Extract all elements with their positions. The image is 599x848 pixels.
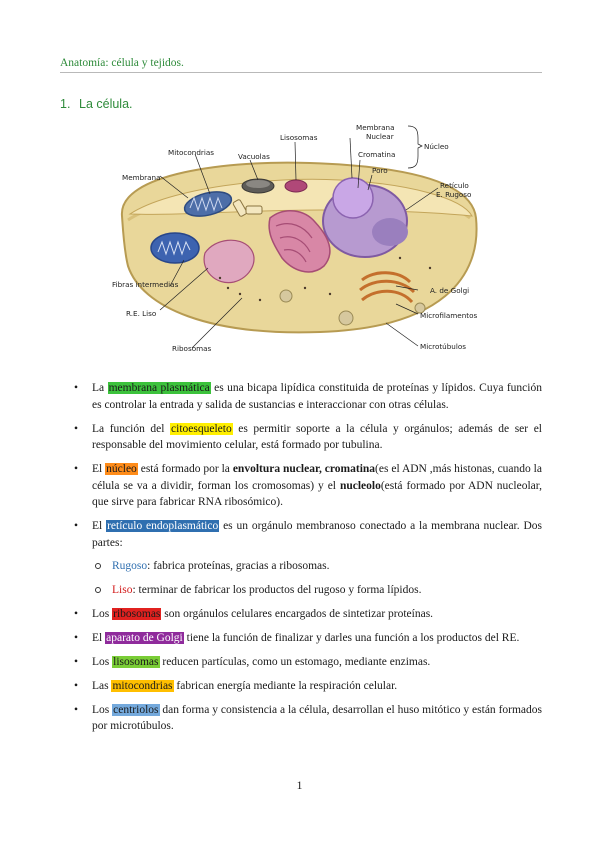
label-poro: Poro bbox=[372, 166, 388, 175]
list-item-mitocondrias: Las mitocondrias fabrican energía median… bbox=[60, 678, 542, 695]
list-item-centriolos: Los centriolos dan forma y consistencia … bbox=[60, 702, 542, 735]
page-header: Anatomía: célula y tejidos. bbox=[60, 57, 542, 73]
label-reticulo-2: E. Rugoso bbox=[436, 190, 471, 199]
label-nucleo: Núcleo bbox=[424, 142, 449, 151]
highlight-reticulo: retículo endoplasmático bbox=[106, 520, 220, 532]
label-re-liso: R.E. Liso bbox=[126, 309, 156, 318]
bold-envoltura: envoltura nuclear, cromatina bbox=[232, 463, 376, 475]
list-item-citoesqueleto: La función del citoesqueleto es permitir… bbox=[60, 421, 542, 454]
highlight-membrana: membrana plasmática bbox=[107, 382, 211, 394]
centrioles bbox=[232, 199, 263, 217]
label-ribosomas: Ribosomas bbox=[172, 344, 211, 353]
section-number: 1. bbox=[60, 97, 71, 111]
term-liso: Liso bbox=[112, 583, 133, 596]
sub-item-rugoso: Rugoso: fabrica proteínas, gracias a rib… bbox=[92, 558, 542, 575]
rough-er bbox=[268, 210, 331, 273]
highlight-centriolos: centriolos bbox=[112, 703, 160, 716]
list-item-reticulo: El retículo endoplasmático es un orgánul… bbox=[60, 518, 542, 598]
section-title: La célula. bbox=[79, 97, 133, 111]
ribosome-dots bbox=[218, 256, 432, 302]
label-membrana: Membrana bbox=[122, 173, 161, 182]
highlight-golgi: aparato de Golgi bbox=[105, 631, 184, 644]
cell-diagram: Membrana Mitocondrias Vacuolas Lisosomas… bbox=[100, 118, 500, 363]
label-golgi: A. de Golgi bbox=[430, 286, 469, 295]
smooth-er bbox=[203, 239, 255, 284]
highlight-ribosomas: ribosomas bbox=[112, 607, 162, 620]
list-item-lisosomas: Los lisosomas reducen partículas, como u… bbox=[60, 654, 542, 671]
list-item-membrana: La membrana plasmática es una bicapa lip… bbox=[60, 380, 542, 413]
highlight-nucleo: núcleo bbox=[105, 463, 138, 475]
label-fibras: Fibras intermedias bbox=[112, 280, 179, 289]
mitochondrion-2 bbox=[150, 232, 200, 264]
page-number: 1 bbox=[296, 778, 303, 792]
highlight-lisosomas: lisosomas bbox=[112, 655, 160, 668]
list-item-nucleo: El núcleo está formado por la envoltura … bbox=[60, 461, 542, 511]
organelle-list: La membrana plasmática es una bicapa lip… bbox=[60, 380, 542, 742]
label-vacuolas: Vacuolas bbox=[238, 152, 270, 161]
nucleolus bbox=[332, 177, 374, 219]
highlight-citoesqueleto: citoesqueleto bbox=[170, 422, 233, 435]
highlight-mitocondrias: mitocondrias bbox=[111, 679, 174, 692]
label-membrana-nuclear-1: Membrana bbox=[356, 123, 395, 132]
reticulo-sublist: Rugoso: fabrica proteínas, gracias a rib… bbox=[92, 558, 542, 598]
label-mitocondrias: Mitocondrias bbox=[168, 148, 214, 157]
list-item-ribosomas: Los ribosomas son orgánulos celulares en… bbox=[60, 606, 542, 623]
bold-nucleolo: nucleolo bbox=[339, 479, 381, 492]
label-microfilamentos: Microfilamentos bbox=[420, 311, 477, 320]
label-microtubulos: Microtúbulos bbox=[420, 342, 466, 351]
lysosome bbox=[284, 179, 308, 193]
label-membrana-nuclear-2: Nuclear bbox=[366, 132, 394, 141]
label-cromatina: Cromatina bbox=[358, 150, 395, 159]
list-item-golgi: El aparato de Golgi tiene la función de … bbox=[60, 630, 542, 647]
section-heading: 1. La célula. bbox=[60, 97, 133, 111]
sub-item-liso: Liso: terminar de fabricar los productos… bbox=[92, 582, 542, 599]
term-rugoso: Rugoso bbox=[112, 560, 148, 572]
label-reticulo-1: Retículo bbox=[440, 181, 469, 190]
label-lisosomas: Lisosomas bbox=[280, 133, 318, 142]
